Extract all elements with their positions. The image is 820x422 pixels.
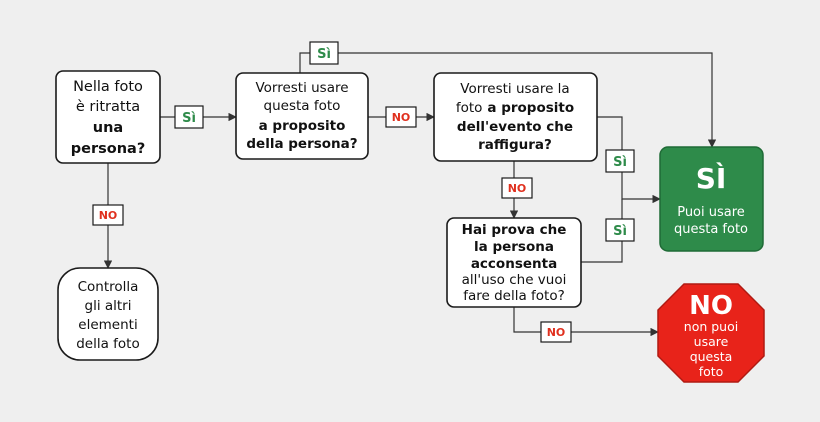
connectors: [103, 52, 717, 337]
edge-label-yes-q2-top: Sì: [309, 41, 339, 65]
svg-text:Sì: Sì: [182, 111, 196, 126]
arrow-q4-to-no: [513, 307, 659, 337]
check-other-elements-box: Controlla gli altri elementi della foto: [57, 267, 159, 361]
edge-label-no-q2-q3: NO: [385, 106, 417, 128]
check-line-2: gli altri: [85, 298, 132, 314]
q3-line-1: Vorresti usare la: [460, 81, 569, 97]
edge-label-no-q1-check: NO: [92, 204, 124, 226]
q2-line-1: Vorresti usare: [255, 80, 348, 96]
q4-line-2: la persona: [474, 239, 554, 255]
q1-line-1: Nella foto: [73, 79, 143, 95]
q1-line-4: persona?: [71, 141, 145, 157]
svg-text:NO: NO: [99, 209, 118, 222]
edge-label-yes-q4-yes: Sì: [605, 218, 635, 242]
no-result-line-1: non puoi: [684, 319, 738, 334]
q1-line-2: è ritratta: [76, 99, 140, 115]
question-portrayed-person: Nella foto è ritratta una persona?: [55, 70, 161, 164]
edge-label-no-q4-no: NO: [540, 321, 572, 343]
q4-line-1: Hai prova che: [462, 222, 567, 238]
edge-label-no-q3-q4: NO: [501, 177, 533, 199]
yes-result-line-2: questa foto: [674, 222, 748, 237]
question-use-about-person: Vorresti usare questa foto a proposito d…: [235, 72, 369, 160]
q2-line-2: questa foto: [264, 98, 341, 114]
q2-line-4: della persona?: [246, 136, 357, 152]
q4-line-4: all'uso che vuoi: [462, 272, 567, 288]
svg-text:Sì: Sì: [613, 224, 627, 239]
q3-line-4: raffigura?: [478, 137, 552, 153]
no-result-line-2: usare: [694, 334, 729, 349]
q3-line-3: dell'evento che: [457, 119, 573, 135]
svg-text:NO: NO: [508, 182, 527, 195]
no-result-title: NO: [689, 291, 733, 321]
no-result-line-4: foto: [699, 364, 724, 379]
no-result: NO non puoi usare questa foto: [657, 283, 765, 383]
edge-label-yes-q3-yes: Sì: [605, 149, 635, 173]
q4-line-5: fare della foto?: [463, 288, 565, 304]
yes-result-title: SÌ: [696, 161, 727, 195]
arrow-q2-to-yes: [299, 52, 717, 148]
question-consent-proof: Hai prova che la persona acconsenta all'…: [446, 217, 582, 308]
yes-result-line-1: Puoi usare: [677, 205, 745, 220]
check-line-3: elementi: [78, 317, 137, 333]
no-result-line-3: questa: [690, 349, 733, 364]
svg-text:NO: NO: [547, 326, 566, 339]
check-line-1: Controlla: [78, 279, 139, 295]
q2-line-3: a proposito: [259, 118, 346, 134]
svg-text:NO: NO: [392, 111, 411, 124]
yes-result: SÌ Puoi usare questa foto: [659, 146, 764, 252]
q1-line-3: una: [93, 120, 123, 136]
svg-text:Sì: Sì: [317, 47, 331, 62]
check-line-4: della foto: [76, 336, 140, 352]
svg-text:Sì: Sì: [613, 155, 627, 170]
q4-line-3: acconsenta: [471, 256, 557, 272]
edge-label-yes-q1-q2: Sì: [174, 105, 204, 129]
